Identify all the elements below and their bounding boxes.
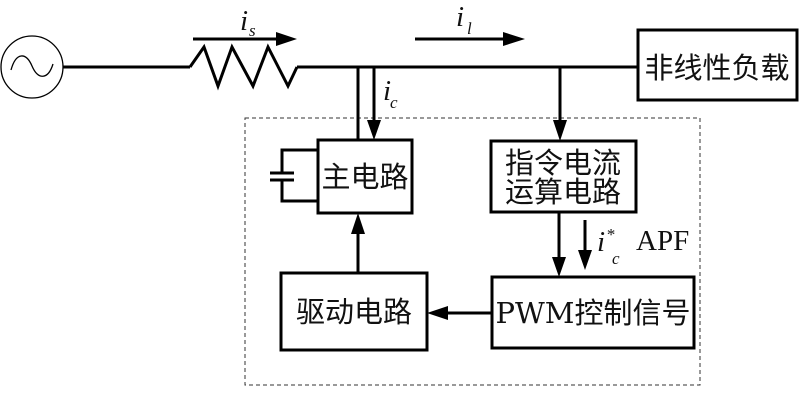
command-arrowhead (553, 120, 567, 141)
il-sub: l (467, 19, 472, 38)
apf-label: APF (636, 225, 689, 257)
il-label: i (456, 1, 464, 33)
ac-source-icon (0, 35, 64, 99)
command-line2: 运算电路 (505, 175, 621, 209)
is-sub: s (249, 21, 256, 40)
inductor-icon (188, 43, 299, 91)
pwm-to-drive-arrowhead (427, 306, 448, 320)
icstar-arrowhead (578, 250, 592, 270)
icstar-sup: * (606, 225, 615, 244)
nonlinear-load-block (636, 28, 799, 102)
is-label: i (240, 5, 248, 37)
nonlinear-load-label: 非线性负载 (644, 51, 789, 85)
is-current-arrow (193, 32, 297, 46)
capacitor-icon (270, 148, 318, 203)
pwm-control-label: PWM控制信号 (495, 296, 690, 330)
command-to-pwm-arrowhead (552, 257, 566, 277)
ic-sub: c (390, 93, 398, 112)
icstar-sub: c (612, 249, 620, 268)
apf-boundary (244, 117, 701, 386)
ic-arrowhead (367, 120, 381, 140)
drive-circuit-block (279, 271, 429, 352)
command-current-block (489, 139, 638, 214)
il-current-arrow (415, 32, 525, 46)
drive-circuit-label: 驱动电路 (296, 295, 412, 329)
ic-label: i (383, 75, 391, 107)
command-line1: 指令电流 (505, 146, 621, 180)
drive-to-main-arrowhead (351, 213, 365, 234)
main-circuit-label: 主电路 (321, 160, 408, 194)
main-circuit-block (316, 138, 414, 215)
icstar-label: i (597, 226, 605, 258)
